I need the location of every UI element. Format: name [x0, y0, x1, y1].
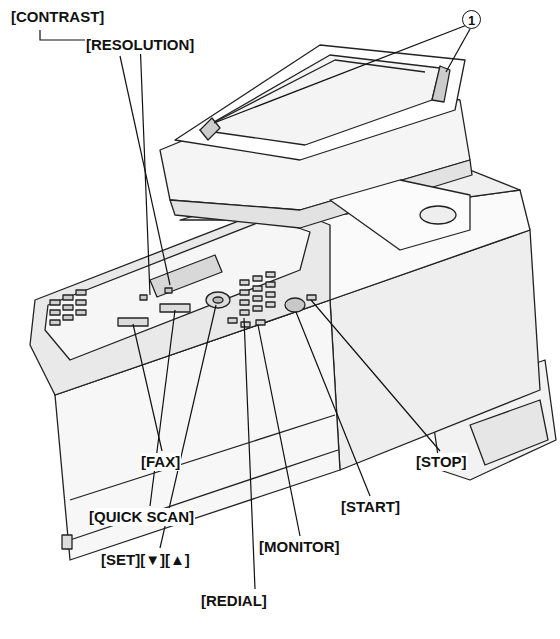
button-label: [FAX]	[140, 453, 181, 471]
button-label: [QUICK SCAN]	[88, 508, 195, 526]
button-label: [STOP]	[415, 453, 468, 471]
callout-number: 1	[462, 10, 481, 29]
button-label: [MONITOR]	[258, 538, 341, 556]
button-label: [START]	[340, 498, 401, 516]
button-label: [REDIAL]	[200, 592, 268, 610]
button-label: [CONTRAST]	[10, 8, 105, 26]
button-label: [SET][▼][▲]	[100, 551, 191, 569]
button-label: [RESOLUTION]	[85, 36, 195, 54]
